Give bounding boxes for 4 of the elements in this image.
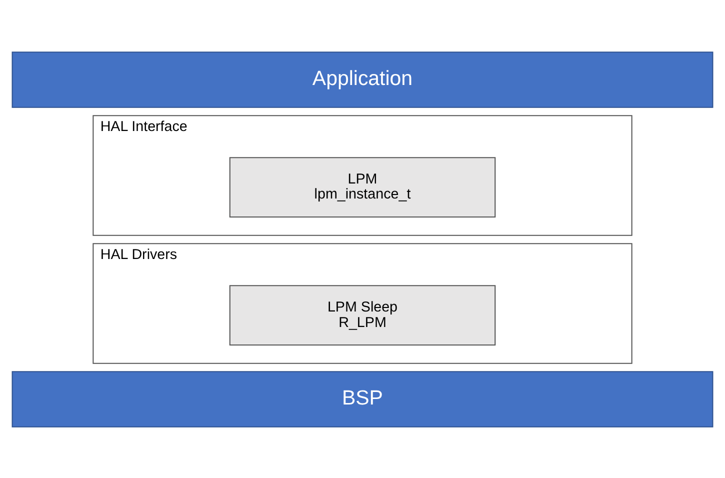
node-box: LPM Sleep R_LPM (229, 284, 496, 345)
node-box: LPM lpm_instance_t (229, 156, 496, 217)
node-box: BSP (12, 370, 714, 427)
node-box: Application (12, 51, 714, 108)
